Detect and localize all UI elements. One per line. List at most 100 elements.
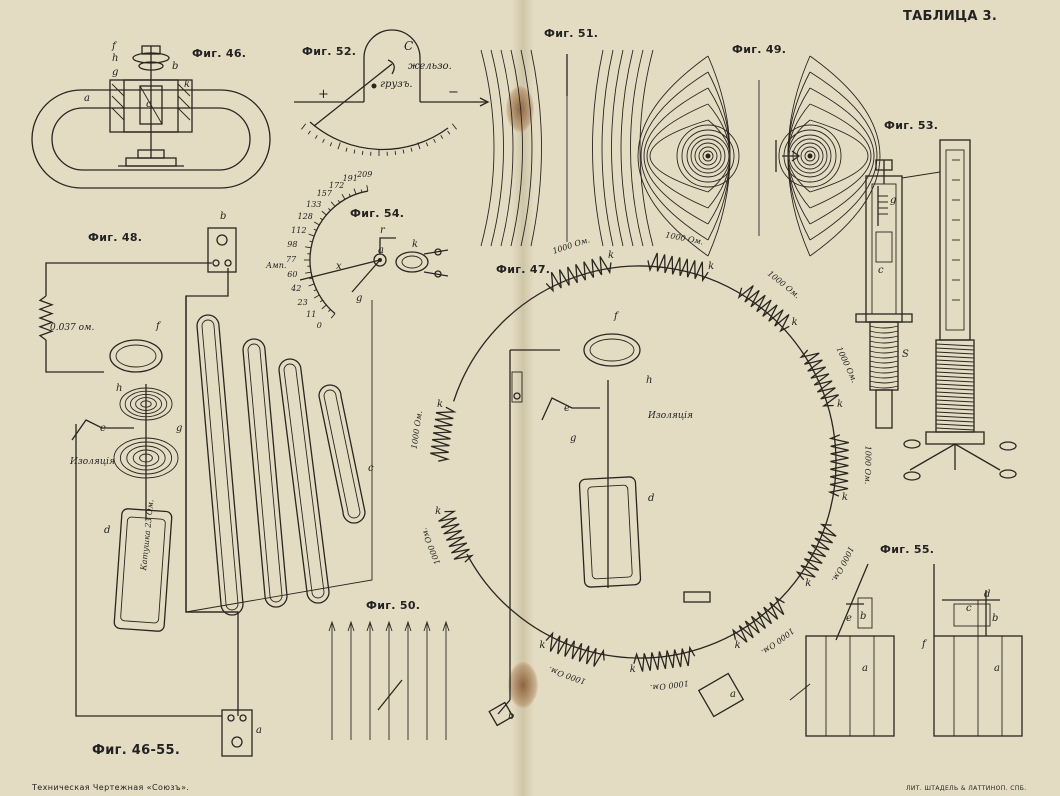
fig53-coil-turn xyxy=(935,419,975,423)
fig52-tick xyxy=(337,142,341,150)
fig49-loop xyxy=(698,146,718,166)
fig47-label-g: g xyxy=(570,433,577,444)
fig53-coil-turn xyxy=(935,423,975,427)
fig54-scale-label: 157 xyxy=(316,189,332,199)
fig54-scale-label: 112 xyxy=(291,225,307,235)
fig53-coil-turn xyxy=(935,387,975,391)
fig54-label-r: r xyxy=(380,225,385,236)
fig52-tick xyxy=(353,149,356,154)
fig53-coil-turn xyxy=(935,367,975,371)
fig53-coil-turn xyxy=(935,363,975,367)
fig47-insulation-label: Изоляція xyxy=(648,411,693,421)
fig47-resistor-coil xyxy=(633,645,696,672)
fig49-loop xyxy=(681,129,735,183)
fig54-drawing xyxy=(299,185,449,319)
fig51-field-line xyxy=(500,49,514,247)
fig52-tick xyxy=(307,130,311,135)
fig51-field-line xyxy=(520,49,533,247)
fig48-loop-inner xyxy=(247,343,283,603)
fig49-loop xyxy=(694,142,722,170)
fig46-drawing xyxy=(31,45,271,189)
fig53-label-c: c xyxy=(878,265,884,276)
fig49-field-line xyxy=(809,71,878,241)
fig47-resistor-coil xyxy=(647,252,709,283)
fig54-tick xyxy=(353,188,357,195)
fig51-field-line xyxy=(601,49,614,247)
fig53-coil-turn xyxy=(869,345,899,349)
fig54-label-k: k xyxy=(412,239,419,250)
footer-printer: ЛИТ. ШТАДЕЛЬ & ЛАТТИНОП. СПБ. xyxy=(906,785,1027,792)
fig54-scale-label: 191 xyxy=(342,174,358,184)
fig49-loop xyxy=(778,124,842,188)
fig47-label-h: h xyxy=(646,375,653,386)
fig54-scale-label: 0 xyxy=(316,320,322,330)
fig51-field-line xyxy=(490,49,504,247)
fig54-scale-label: 172 xyxy=(329,180,345,190)
fig49-drawing xyxy=(637,55,881,257)
fig48-label-h: h xyxy=(116,383,123,394)
fig53-label-g: g xyxy=(890,195,897,206)
fig53-coil-turn xyxy=(935,415,975,419)
fig50-arrowhead xyxy=(442,620,450,632)
fig46-label-c: c xyxy=(146,99,152,110)
fig52-tick xyxy=(345,147,348,152)
fig48-label-c: c xyxy=(368,463,374,474)
fig54-tick xyxy=(348,193,351,197)
fig48-title: Фиг. 48. xyxy=(88,231,143,244)
fig54-scale-label: 42 xyxy=(291,284,302,294)
fig51-drawing xyxy=(480,49,654,247)
fig54-scale-label: 133 xyxy=(306,199,322,209)
fig47-coil-label: 1000 Ом. xyxy=(862,445,873,485)
fig49-loop xyxy=(800,146,820,166)
fig55-drawing xyxy=(789,563,1023,737)
fig55-label-b: b xyxy=(860,611,867,622)
fig51-field-line xyxy=(639,49,654,247)
fig52-drawing xyxy=(294,29,490,156)
fig49-field-line xyxy=(707,55,731,257)
fig47-label-e: e xyxy=(564,403,570,414)
fig48-resistor-label: 0.037 ом. xyxy=(50,323,95,333)
fig48-loop-inner xyxy=(201,319,239,611)
fig54-tick xyxy=(309,240,313,243)
fig53-coil-turn xyxy=(935,407,975,411)
fig50-arrowhead xyxy=(328,620,336,632)
fig47-resistor-coil xyxy=(545,631,605,667)
fig54-label-x: x xyxy=(336,261,342,272)
fig49-field-line xyxy=(643,87,709,225)
fig54-tick xyxy=(328,208,331,211)
fig52-label-iron: жельзо. xyxy=(408,61,452,72)
fig50-arrowhead xyxy=(385,620,393,632)
fig53-coil-turn xyxy=(869,380,899,384)
fig47-label-k: k xyxy=(805,578,812,590)
fig53-coil-turn xyxy=(869,365,899,369)
figure-range: Фиг. 46-55. xyxy=(92,743,181,758)
fig54-scale-label: 60 xyxy=(287,269,298,279)
fig53-coil-turn xyxy=(869,355,899,359)
fig53-drawing xyxy=(855,139,1017,481)
fig47-label-k: k xyxy=(841,492,848,504)
fig47-label-k: k xyxy=(437,398,444,410)
fig51-field-line xyxy=(510,49,523,247)
fig50-arrowhead xyxy=(347,620,355,632)
fig54-tick xyxy=(341,193,346,200)
fig47-title: Фиг. 47. xyxy=(496,263,551,276)
fig49-field-line xyxy=(809,87,875,225)
fig47-label-a: a xyxy=(730,689,736,700)
fig54-label-a: a xyxy=(378,245,384,256)
fig52-tick xyxy=(402,149,405,154)
fig47-label-f: f xyxy=(614,311,618,322)
fig47-label-d: d xyxy=(648,493,655,504)
fig48-drawing xyxy=(38,227,373,757)
fig54-unit: Амп. xyxy=(266,261,287,270)
fig54-tick xyxy=(337,199,341,203)
fig55-label-d: d xyxy=(984,589,991,600)
fig49-field-line xyxy=(649,119,709,193)
fig48-label-d: d xyxy=(104,525,111,536)
fig49-field-line xyxy=(809,119,869,193)
fig53-coil-turn xyxy=(869,370,899,374)
fig55-label-c: c xyxy=(966,603,972,614)
fig54-tick xyxy=(360,189,363,193)
fig47-label-k: k xyxy=(791,316,798,328)
fig52-label-weight: грузъ. xyxy=(380,79,413,90)
